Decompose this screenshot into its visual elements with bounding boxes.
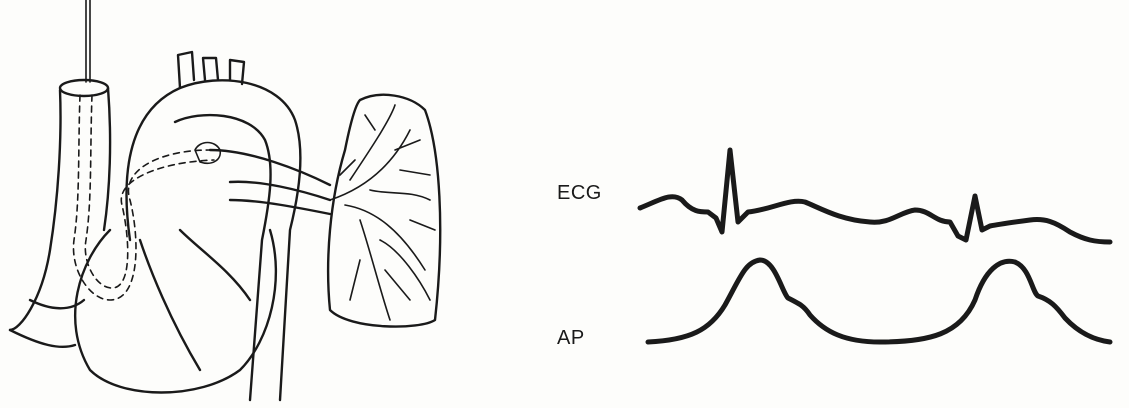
ap-label: AP — [557, 327, 585, 350]
lung-outline — [328, 95, 440, 327]
aortic-arch — [127, 80, 301, 400]
lung-vessels — [330, 105, 435, 320]
heart-outline — [75, 230, 276, 393]
ap-trace — [648, 260, 1110, 342]
vessel-opening — [60, 80, 108, 96]
catheter-wire — [86, 0, 90, 82]
superior-vena-cava — [10, 88, 110, 330]
ventricle-septum — [140, 230, 250, 370]
catheter-path — [73, 95, 210, 300]
aortic-branches — [178, 52, 244, 88]
ecg-trace — [640, 150, 1110, 242]
ecg-label: ECG — [557, 182, 602, 205]
